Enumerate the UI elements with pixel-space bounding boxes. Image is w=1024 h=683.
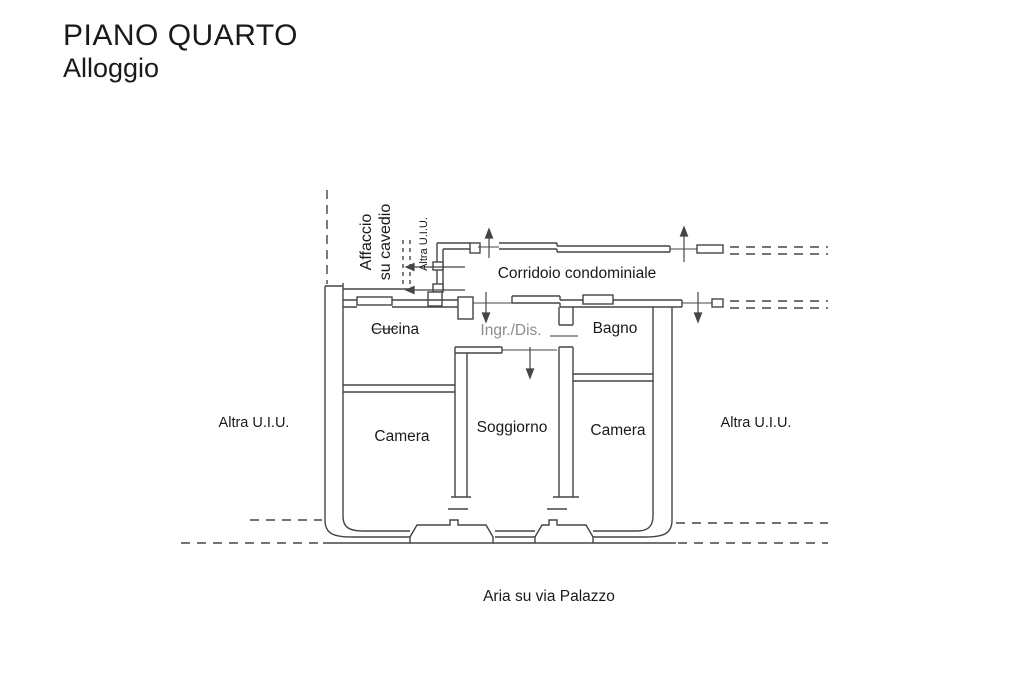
property-boundary-dashed-lines	[181, 190, 828, 544]
annotation-aria-via-palazzo: Aria su via Palazzo	[483, 588, 615, 605]
apartment-walls	[323, 242, 724, 544]
wall-foot-right	[635, 515, 673, 538]
passage-arrow-up-icon	[679, 225, 689, 262]
room-label-soggiorno: Soggiorno	[477, 419, 548, 436]
wall-divider-camera-left-soggiorno	[451, 353, 471, 498]
wall-bagno-bottom	[573, 373, 653, 382]
annotation-altra-uiu-left: Altra U.I.U.	[219, 415, 290, 431]
corridor-label: Corridoio condominiale	[498, 265, 657, 282]
passage-arrow-down-icon	[693, 292, 703, 324]
window-symbol-bottom	[495, 530, 535, 538]
passage-arrow-up-icon	[484, 227, 494, 258]
wall-foot-left	[324, 515, 365, 538]
entry-arrow-down-icon	[481, 292, 491, 324]
room-label-camera-right: Camera	[590, 422, 646, 439]
cavedio-door-arrow-left-icon	[404, 262, 465, 272]
wall-corridor-bottom	[511, 295, 683, 308]
wall-pier	[469, 242, 481, 254]
window-symbol-bottom	[365, 530, 410, 538]
door-jamb	[432, 261, 444, 271]
annotation-affaccio-line2: su cavedio	[377, 204, 394, 281]
door-arrows	[404, 225, 703, 380]
wall-stub	[711, 298, 724, 308]
window-symbol-cucina	[356, 296, 393, 306]
window-symbol-bagno	[582, 294, 614, 305]
wall-corridor-top	[437, 242, 470, 250]
door-jamb	[432, 283, 444, 293]
annotation-altra-uiu-vertical: Altra U.I.U.	[418, 217, 430, 271]
wall-cucina-top	[343, 299, 357, 308]
wall-pier	[427, 291, 443, 307]
balcony-bay-outline	[534, 519, 594, 543]
wall-pier	[457, 296, 474, 320]
wall-right-outer	[652, 307, 673, 520]
balcony-bay-outline	[409, 519, 494, 543]
room-label-cucina: Cucina	[371, 321, 420, 338]
wall-cucina-top	[392, 299, 460, 308]
wall-corridor-top	[499, 242, 671, 253]
wall-ingresso-south	[454, 346, 503, 354]
wall-divider-cucina-camera	[343, 384, 455, 393]
wall-left-outer	[324, 283, 412, 520]
page-title: PIANO QUARTO	[63, 19, 298, 52]
wall-divider-soggiorno-camera-right	[553, 346, 579, 498]
wall-stub	[696, 244, 724, 254]
annotation-affaccio-line1: Affaccio	[358, 214, 375, 271]
title-block: PIANO QUARTO Alloggio	[63, 19, 298, 84]
room-label-bagno: Bagno	[593, 320, 638, 337]
room-label-camera-left: Camera	[374, 428, 430, 445]
soggiorno-door-arrow-down-icon	[525, 347, 535, 380]
page-subtitle: Alloggio	[63, 53, 160, 84]
cavedio-door-arrow-left-icon	[404, 285, 465, 295]
door-leaf-marks	[373, 328, 578, 337]
wall-bagno-left-stub	[558, 307, 574, 326]
annotation-altra-uiu-right: Altra U.I.U.	[721, 415, 792, 431]
window-symbol-bottom	[593, 530, 635, 538]
room-label-ingresso: Ingr./Dis.	[480, 322, 541, 339]
